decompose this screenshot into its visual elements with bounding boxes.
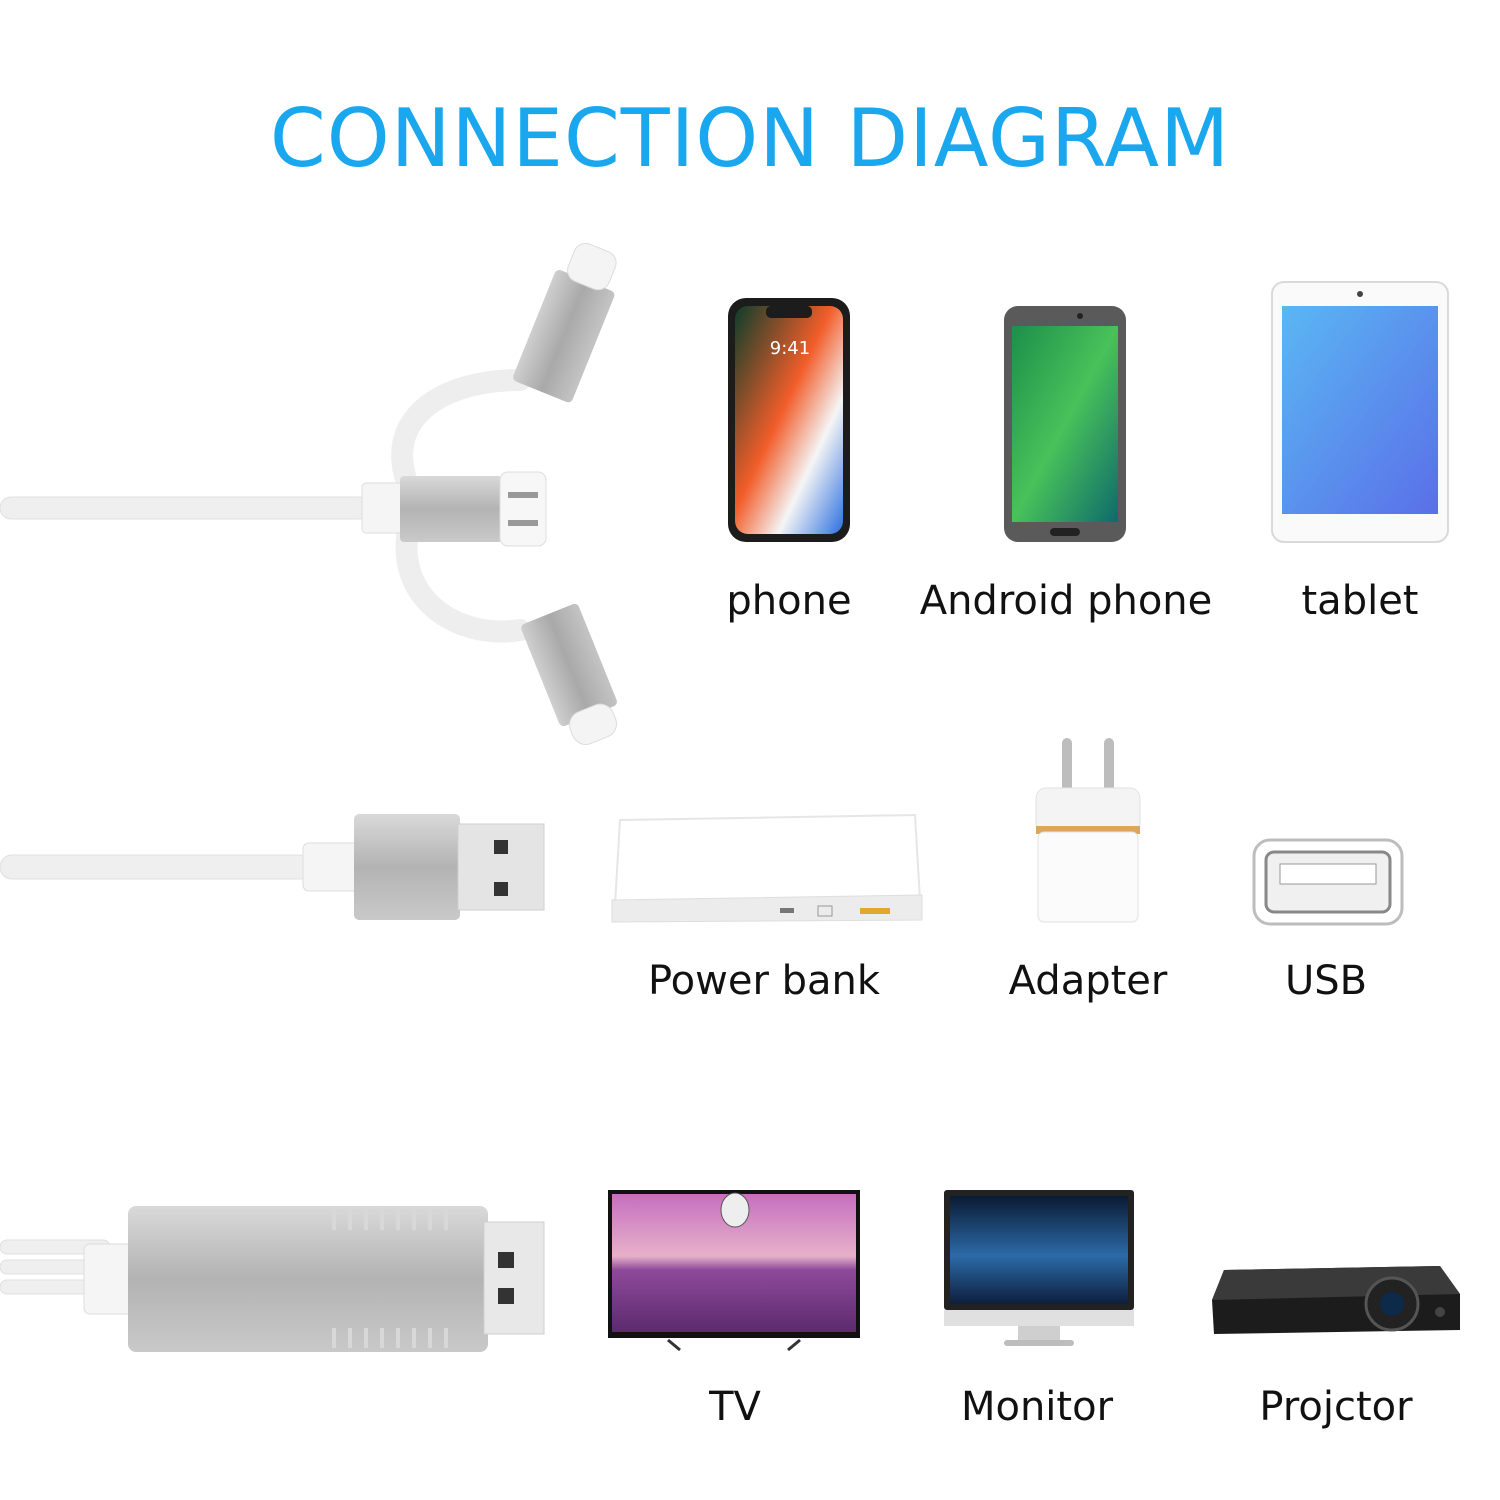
device-label-usb: USB [1284, 958, 1368, 1004]
device-label-tv: TV [709, 1384, 761, 1430]
device-label-adapter: Adapter [1008, 958, 1168, 1004]
device-label-android-phone: Android phone [919, 578, 1213, 624]
device-label-phone: phone [726, 578, 852, 624]
micro-usb-connector [400, 471, 547, 547]
lightning-connector [513, 242, 617, 403]
page-title: CONNECTION DIAGRAM [269, 92, 1231, 185]
power-bank-device [611, 813, 923, 923]
usb-port-device [1252, 838, 1404, 926]
tv-device [608, 1190, 860, 1352]
tablet-device [1271, 281, 1449, 543]
device-label-power-bank: Power bank [647, 958, 881, 1004]
three-in-one-cable [0, 242, 617, 745]
device-label-monitor: Monitor [960, 1384, 1114, 1430]
phone-device: 9:41 [728, 298, 850, 542]
device-label-tablet: tablet [1301, 578, 1419, 624]
usb-cable [0, 814, 545, 920]
hdmi-cable [0, 1206, 545, 1352]
monitor-device [944, 1190, 1134, 1346]
android-phone-device [1004, 306, 1126, 542]
phone-time: 9:41 [770, 338, 810, 359]
adapter-device [1035, 738, 1141, 923]
device-label-projector: Projctor [1259, 1384, 1413, 1430]
type-c-connector [521, 603, 617, 745]
projector-device [1212, 1266, 1460, 1334]
